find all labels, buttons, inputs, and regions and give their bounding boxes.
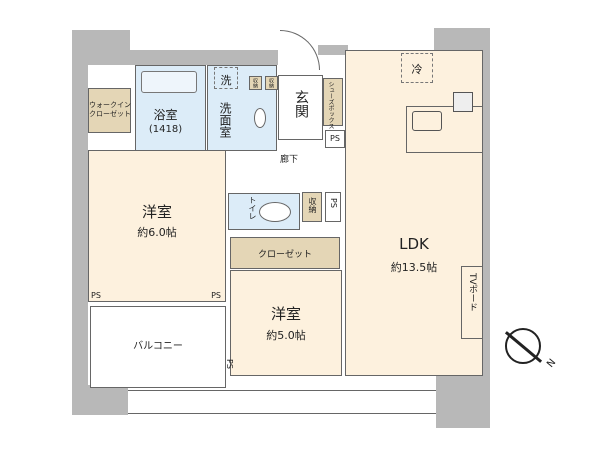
western-room-2: 洋室 約5.0帖 PS — [225, 270, 342, 376]
tv-board: TVボード — [461, 266, 483, 339]
compass-north-label: N — [545, 357, 559, 370]
kitchen-sink-icon — [412, 111, 442, 131]
walkin-closet-label-2: クローゼット — [89, 110, 131, 118]
closet: クローゼット — [230, 237, 340, 269]
entrance-label: 玄関 — [293, 90, 309, 118]
ps-1: PS — [325, 130, 345, 148]
storage-1: 収納 — [249, 76, 262, 90]
bathtub-icon — [141, 71, 197, 93]
balcony-label: バルコニー — [133, 341, 183, 352]
bath-label: 浴室 — [153, 108, 178, 122]
bath-size: (1418) — [148, 124, 183, 135]
bathroom: 浴室 (1418) — [135, 65, 206, 151]
western-room-1-size: 約6.0帖 — [137, 226, 177, 239]
kitchen-counter — [406, 106, 482, 153]
shoe-box: シューズボックス — [323, 78, 343, 129]
ldk-label: LDK — [399, 235, 429, 253]
ps-2: PS — [325, 192, 341, 222]
corridor-label: 廊下 — [280, 155, 299, 165]
wall-top — [130, 50, 278, 65]
fridge-space: 冷 — [401, 53, 433, 83]
ldk: 冷 LDK 約13.5帖 TVボード — [345, 50, 483, 376]
front-door[interactable] — [280, 30, 320, 70]
wall-left — [72, 30, 88, 415]
toilet: トイレ — [228, 193, 300, 230]
wall-top-mid — [318, 45, 348, 55]
toilet-label: トイレ — [248, 196, 257, 220]
compass-icon — [504, 328, 543, 364]
storage-3: 収納 — [302, 192, 322, 222]
western-room-1: 洋室 約6.0帖 PS PS — [88, 150, 226, 302]
storage-2: 収納 — [265, 76, 278, 90]
washer-label: 洗 — [220, 74, 232, 87]
stove-icon — [453, 92, 473, 112]
sink-icon — [254, 108, 266, 128]
washroom-label: 洗面室 — [218, 102, 232, 138]
wall-bottom-left — [72, 385, 128, 415]
entrance: 玄関 — [278, 75, 323, 140]
toilet-icon — [259, 202, 291, 222]
wall-bottom-right — [436, 376, 490, 428]
wall-top-left — [72, 30, 130, 65]
walkin-closet-label-1: ウォークイン — [89, 101, 131, 109]
closet-label: クローゼット — [257, 250, 312, 260]
western-room-2-size: 約5.0帖 — [266, 329, 306, 342]
balcony: バルコニー — [90, 306, 226, 388]
western-room-2-label: 洋室 — [270, 305, 301, 323]
bottom-walkway — [128, 390, 436, 414]
ldk-size: 約13.5帖 — [390, 261, 438, 274]
wall-right — [482, 28, 490, 428]
western-room-1-label: 洋室 — [141, 203, 172, 221]
walkin-closet: ウォークインクローゼット — [88, 88, 131, 133]
washer-space: 洗 — [214, 67, 238, 89]
